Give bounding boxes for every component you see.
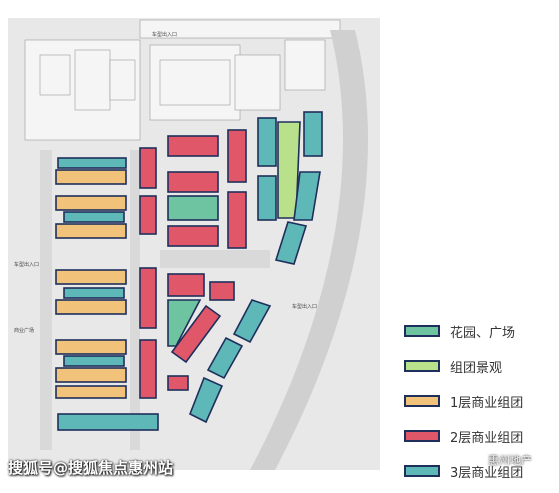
legend-label: 3层商业组团 xyxy=(450,465,524,481)
block-3f xyxy=(274,221,308,265)
commercial-3f-group xyxy=(188,111,323,424)
garden-plaza xyxy=(167,299,202,347)
legend-swatch xyxy=(404,465,440,477)
west-note-label: 商业广场 xyxy=(14,327,34,334)
block-3f xyxy=(63,355,125,367)
block-2f xyxy=(167,171,219,193)
legend-item-1f: 1层商业组团 xyxy=(404,388,554,414)
roads xyxy=(40,30,369,470)
commercial-2f-group xyxy=(139,129,247,399)
commercial-1f-group xyxy=(55,157,159,431)
block-1f xyxy=(55,385,127,399)
legend-swatch xyxy=(404,325,440,337)
garden-plaza-group xyxy=(167,195,219,347)
legend-swatch xyxy=(404,395,440,407)
legend-item-2f: 2层商业组团 xyxy=(404,423,554,449)
block-2f xyxy=(227,129,247,183)
block-1f xyxy=(55,195,127,211)
legend-swatch xyxy=(404,430,440,442)
block-1f xyxy=(55,339,127,355)
block-2f xyxy=(139,339,157,399)
block-2f xyxy=(209,281,235,301)
block-3f xyxy=(57,413,159,431)
block-3f xyxy=(57,157,127,169)
block-3f xyxy=(206,336,244,380)
block-2f xyxy=(167,375,189,391)
block-2f xyxy=(167,135,219,157)
map-legend: 花园、广场 组团景观 1层商业组团 2层商业组团 3层商业组团 xyxy=(404,318,554,493)
block-1f xyxy=(55,367,127,383)
legend-item-3f: 3层商业组团 xyxy=(404,458,554,484)
block-2f xyxy=(167,225,219,247)
legend-label: 花园、广场 xyxy=(450,325,516,341)
legend-label: 2层商业组团 xyxy=(450,430,524,446)
block-3f xyxy=(257,175,277,221)
legend-item-garden: 花园、广场 xyxy=(404,318,554,344)
block-2f xyxy=(139,147,157,189)
block-3f xyxy=(188,376,224,424)
east-entrance-label: 车型出入口 xyxy=(292,303,317,310)
block-3f xyxy=(63,287,125,299)
block-2f xyxy=(139,267,157,329)
watermark-text: 搜狐号@搜狐焦点惠州站 xyxy=(8,459,174,477)
watermark-brand: 惠州地产 xyxy=(488,454,532,467)
legend-label: 组团景观 xyxy=(450,360,503,376)
block-3f xyxy=(63,211,125,223)
block-2f xyxy=(227,191,247,249)
legend-label: 1层商业组团 xyxy=(450,395,524,411)
block-3f xyxy=(303,111,323,157)
north-entrance-label: 车型出入口 xyxy=(152,31,177,38)
legend-item-landscape: 组团景观 xyxy=(404,353,554,379)
block-2f xyxy=(139,195,157,235)
block-1f xyxy=(55,169,127,185)
block-2f xyxy=(167,273,205,297)
block-1f xyxy=(55,299,127,315)
block-3f xyxy=(232,299,272,344)
block-3f xyxy=(257,117,277,167)
existing-buildings xyxy=(24,19,341,141)
block-1f xyxy=(55,223,127,239)
block-2f xyxy=(170,304,222,364)
garden-plaza xyxy=(167,195,219,221)
block-1f xyxy=(55,269,127,285)
legend-swatch xyxy=(404,360,440,372)
block-3f xyxy=(293,171,321,221)
west-entrance-label: 车型出入口 xyxy=(14,261,39,268)
